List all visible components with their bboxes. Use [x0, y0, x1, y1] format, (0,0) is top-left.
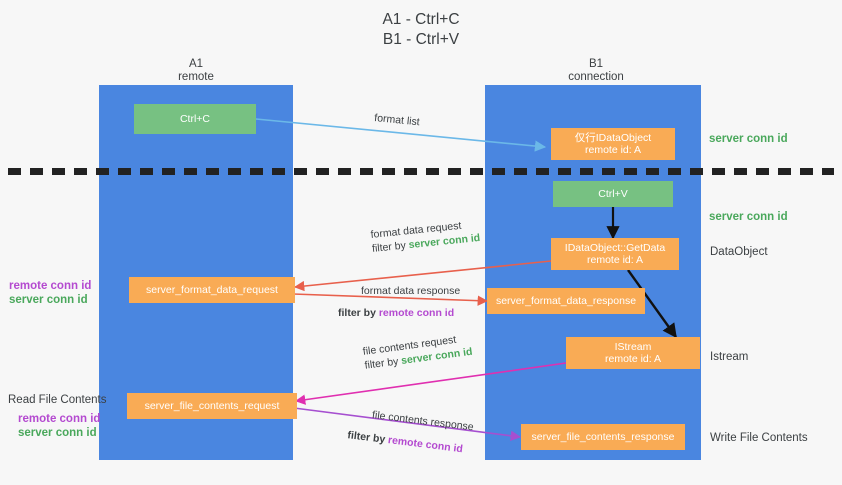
node-server-format-data-response[interactable]: server_format_data_response: [487, 288, 645, 314]
node-ctrl-c-label: Ctrl+C: [179, 112, 211, 125]
lane-header-a1: A1 remote: [86, 58, 306, 84]
annotation-istream: Istream: [710, 351, 749, 363]
lane-b1-sub: connection: [568, 71, 624, 83]
phase-divider: [8, 168, 834, 175]
annotation-server-conn-id-mid: server conn id: [709, 211, 788, 223]
annotation-server-conn-id-top: server conn id: [709, 133, 788, 145]
lane-header-b1: B1 connection: [486, 58, 706, 84]
node-istream-line2: remote id: A: [604, 353, 662, 365]
node-server-format-data-response-label: server_format_data_response: [495, 294, 637, 307]
node-istream[interactable]: IStream remote id: A: [566, 337, 700, 369]
lane-b1-name: B1: [588, 58, 604, 70]
annotation-dataobject: DataObject: [710, 246, 768, 258]
title-line-2: B1 - Ctrl+V: [382, 31, 460, 48]
edge-label-format-data-request: format data request filter by server con…: [370, 219, 481, 255]
node-server-format-data-request[interactable]: server_format_data_request: [129, 277, 295, 303]
node-getdata-line2: remote id: A: [586, 254, 644, 266]
node-ctrl-v-label: Ctrl+V: [598, 187, 628, 200]
node-idataobject-getdata[interactable]: IDataObject::GetData remote id: A: [551, 238, 679, 270]
edge-label-file-contents-response: file contents response filter by remote …: [346, 408, 475, 456]
node-server-file-contents-response-label: server_file_contents_response: [531, 430, 675, 443]
title-line-1: A1 - Ctrl+C: [382, 11, 460, 28]
node-server-file-contents-response[interactable]: server_file_contents_response: [521, 424, 685, 450]
edge-label-format-data-response-filter: filter by remote conn id: [338, 307, 455, 319]
annotation-remote-conn-id-top: remote conn id: [9, 280, 92, 292]
edge-label-file-contents-request: file contents request filter by server c…: [362, 333, 474, 372]
node-ctrl-v[interactable]: Ctrl+V: [553, 181, 673, 207]
node-server-format-data-request-label: server_format_data_request: [146, 283, 278, 296]
annotation-server-conn-id-left-bottom: server conn id: [18, 427, 97, 439]
lane-a1-sub: remote: [178, 71, 214, 83]
edge-label-format-data-response: format data response filter by remote co…: [338, 285, 461, 319]
annotation-read-file-contents: Read File Contents: [8, 394, 107, 406]
lane-a1-name: A1: [188, 58, 204, 70]
filter-key-remote-conn-id-2: remote conn id: [387, 434, 464, 456]
node-idataobject-line2: remote id: A: [584, 144, 642, 156]
annotation-server-conn-id-left-top: server conn id: [9, 294, 88, 306]
edge-label-format-list: format list: [373, 111, 421, 129]
node-ctrl-c[interactable]: Ctrl+C: [134, 104, 256, 134]
diagram-title: A1 - Ctrl+C B1 - Ctrl+V: [0, 10, 842, 50]
filter-key-remote-conn-id: remote conn id: [378, 307, 455, 319]
node-server-file-contents-request[interactable]: server_file_contents_request: [127, 393, 297, 419]
node-server-file-contents-request-label: server_file_contents_request: [144, 399, 280, 412]
annotation-write-file-contents: Write File Contents: [710, 432, 808, 444]
edge-label-file-contents-response-filter: filter by remote conn id: [346, 429, 464, 456]
node-istream-line1: IStream: [614, 340, 652, 353]
annotation-remote-conn-id-bottom: remote conn id: [18, 413, 101, 425]
node-idataobject[interactable]: 仅行IDataObject remote id: A: [551, 128, 675, 160]
node-getdata-line1: IDataObject::GetData: [564, 241, 666, 254]
node-idataobject-line1: 仅行IDataObject: [574, 131, 652, 144]
